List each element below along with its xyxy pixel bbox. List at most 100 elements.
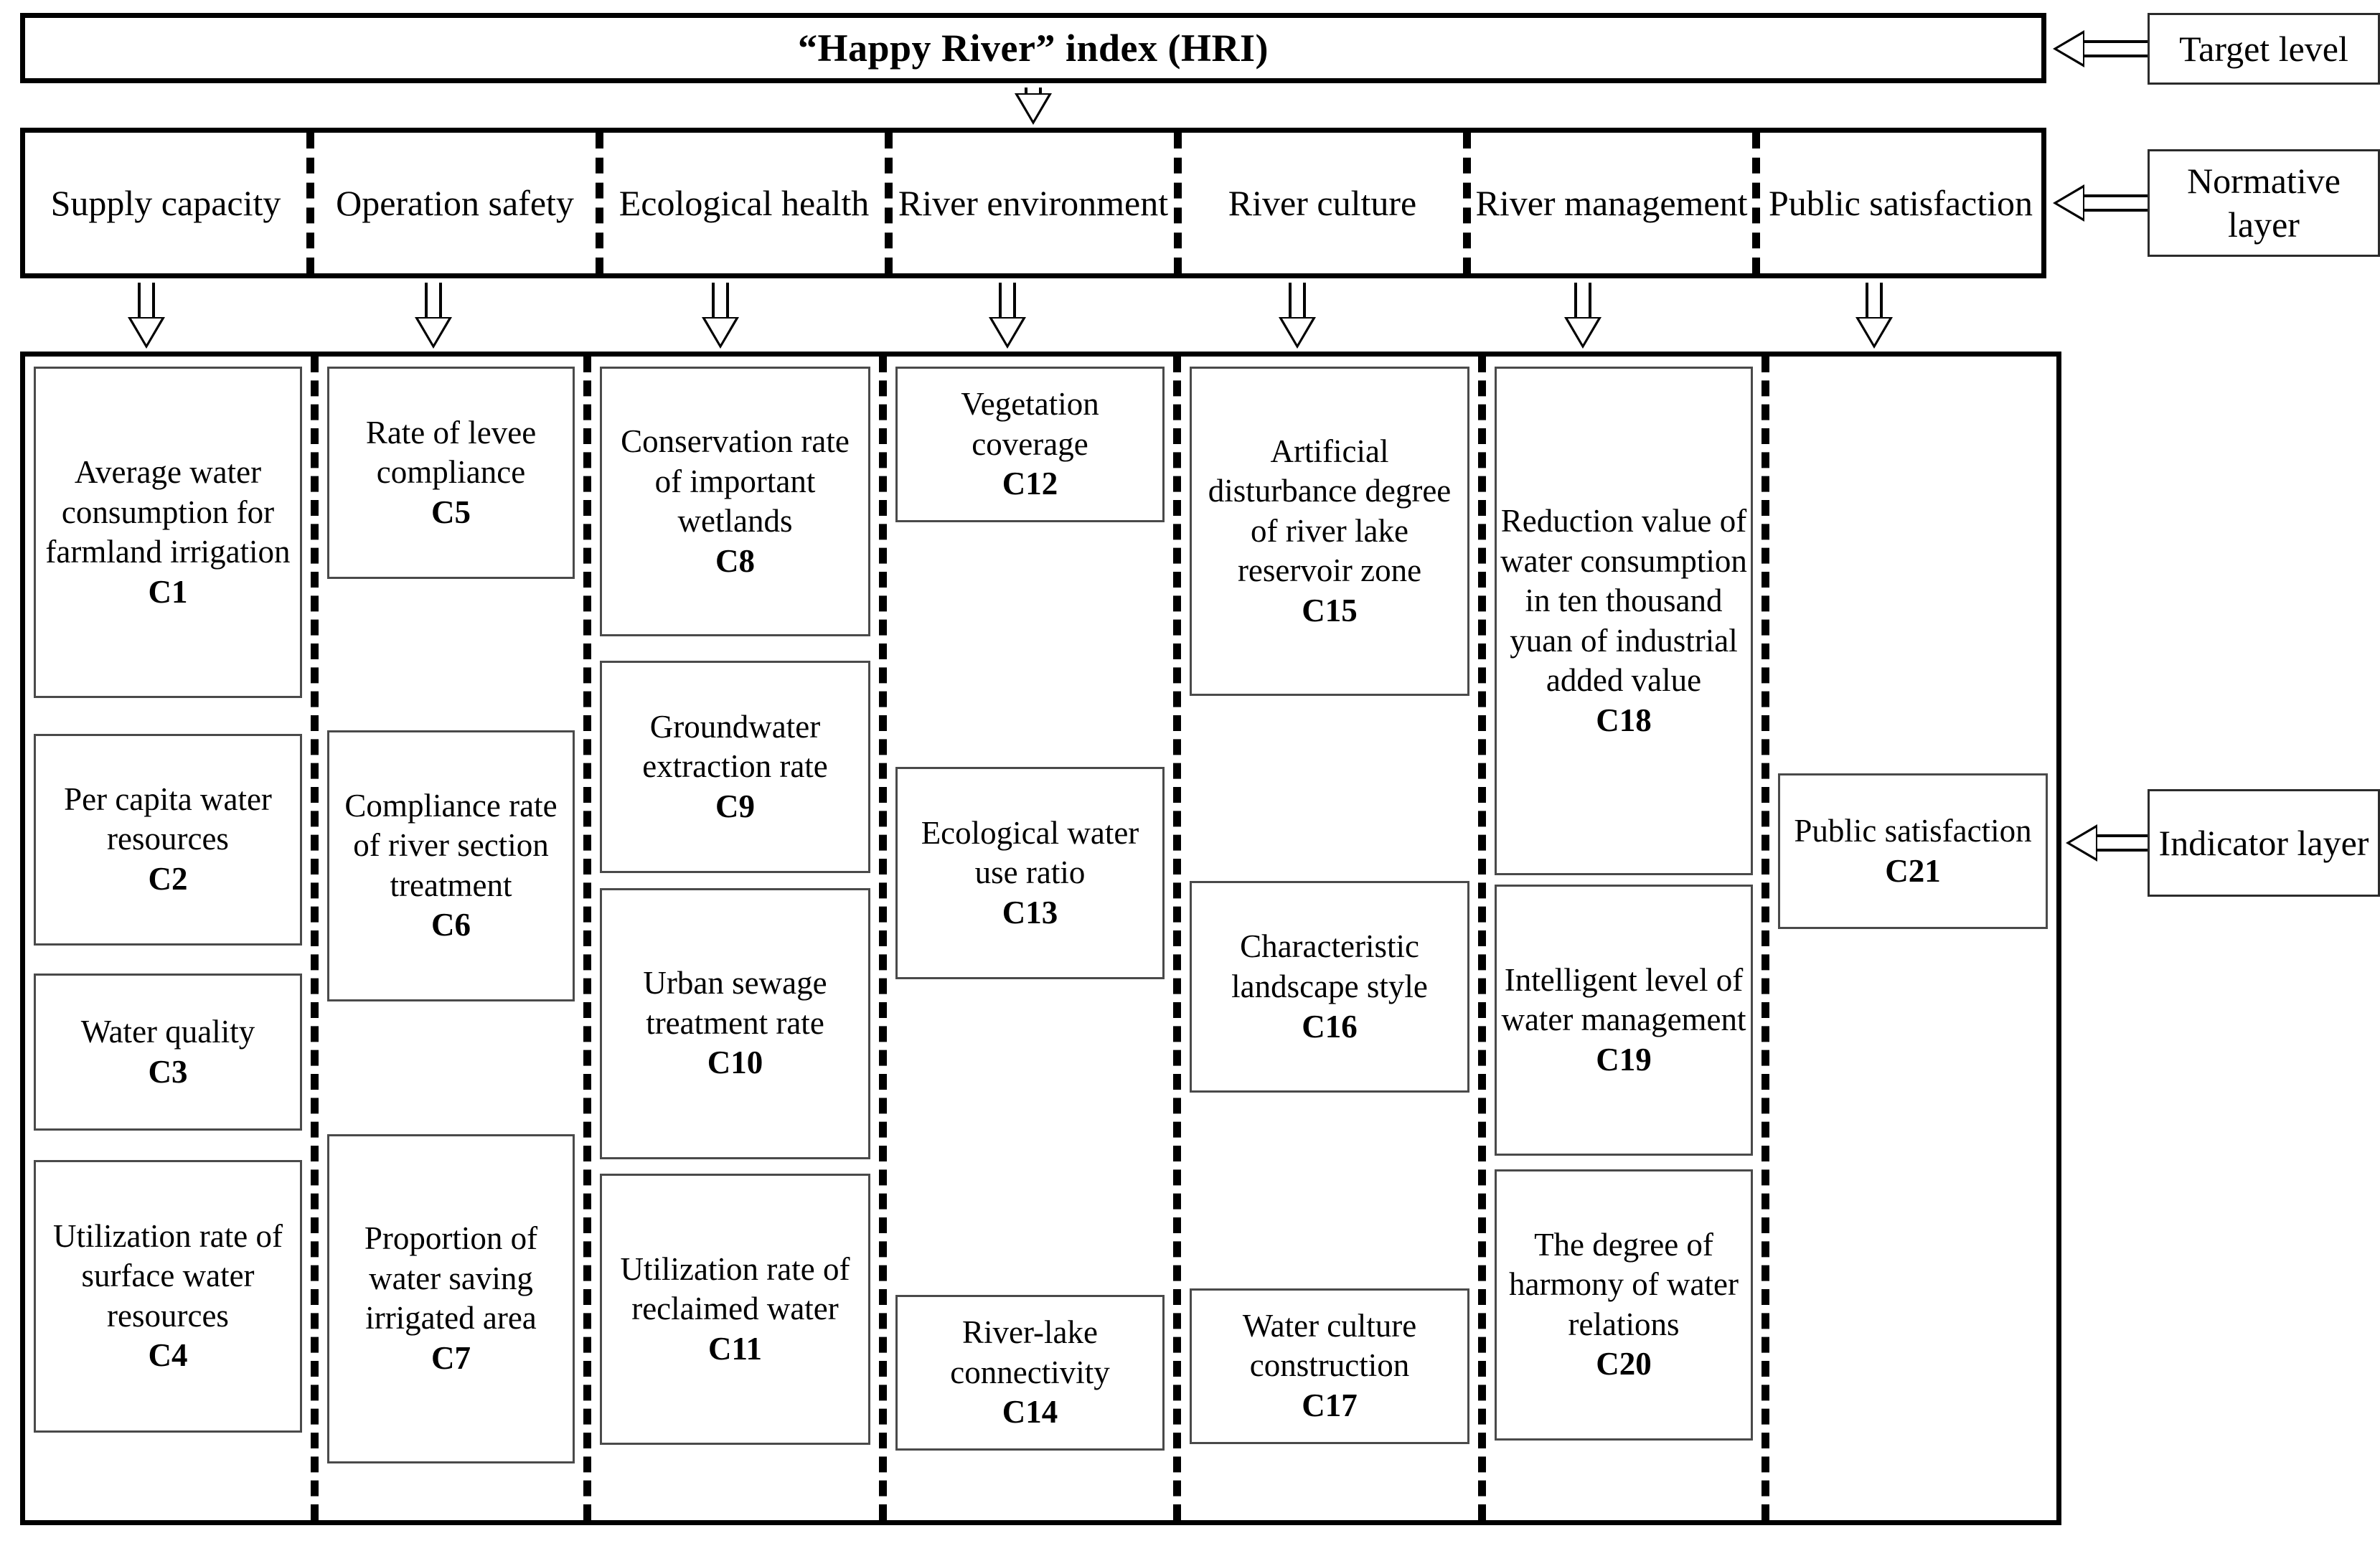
indicator-box-c20[interactable]: The degree of harmony of water relations… <box>1495 1169 1753 1441</box>
indicator-box-c15[interactable]: Artificial disturbance degree of river l… <box>1190 367 1469 697</box>
normative-cell-river-environment[interactable]: River environment <box>885 133 1174 273</box>
indicator-code: C5 <box>431 494 471 531</box>
indicator-box-c6[interactable]: Compliance rate of river section treatme… <box>327 730 575 1001</box>
arrow-normative-label <box>2053 184 2148 222</box>
indicator-code: C14 <box>1002 1394 1058 1430</box>
indicator-text: Intelligent level of water management <box>1501 961 1746 1038</box>
arrow-to-indicator-col4 <box>989 283 1026 349</box>
indicator-code: C11 <box>707 1330 762 1367</box>
arrow-target-label <box>2053 30 2148 67</box>
indicator-text: Vegetation coverage <box>961 386 1099 462</box>
indicator-code: C13 <box>1002 894 1058 930</box>
indicator-code: C19 <box>1596 1041 1652 1078</box>
indicator-box-c18[interactable]: Reduction value of water consumption in … <box>1495 367 1753 876</box>
normative-label: Supply capacity <box>50 182 281 223</box>
normative-cell-operation-safety[interactable]: Operation safety <box>306 133 596 273</box>
page-title: “Happy River” index (HRI) <box>797 27 1269 70</box>
indicator-box-c4[interactable]: Utilization rate of surface water resour… <box>34 1160 302 1433</box>
normative-label: River culture <box>1228 182 1417 223</box>
indicator-code: C17 <box>1302 1387 1358 1423</box>
target-level-box: “Happy River” index (HRI) <box>20 13 2046 83</box>
indicator-code: C3 <box>148 1053 188 1090</box>
indicator-column-river-culture: Artificial disturbance degree of river l… <box>1173 357 1478 1520</box>
arrow-indicator-label <box>2066 824 2148 862</box>
indicator-text: Utilization rate of reclaimed water <box>620 1250 850 1327</box>
arrow-to-indicator-col7 <box>1855 283 1893 349</box>
arrow-target-to-normative <box>1015 88 1052 125</box>
indicator-column-supply-capacity: Average water consumption for farmland i… <box>25 357 311 1520</box>
indicator-text: Reduction value of water consumption in … <box>1500 502 1747 699</box>
indicator-text: Water quality <box>80 1014 255 1050</box>
arrow-to-indicator-col1 <box>128 283 165 349</box>
indicator-text: Per capita water resources <box>64 781 272 857</box>
indicator-text: Urban sewage treatment rate <box>643 965 827 1041</box>
indicator-text: Artificial disturbance degree of river l… <box>1208 433 1452 589</box>
indicator-layer-row: Average water consumption for farmland i… <box>20 352 2061 1525</box>
normative-cell-river-management[interactable]: River management <box>1463 133 1752 273</box>
indicator-text: Rate of levee compliance <box>365 414 537 491</box>
indicator-code: C6 <box>431 907 471 943</box>
normative-layer-row: Supply capacity Operation safety Ecologi… <box>20 128 2046 278</box>
indicator-code: C10 <box>707 1045 763 1081</box>
normative-cell-supply-capacity[interactable]: Supply capacity <box>25 133 306 273</box>
indicator-text: Characteristic landscape style <box>1231 928 1428 1004</box>
side-label-target-level-text: Target level <box>2179 28 2348 69</box>
indicator-text: River-lake connectivity <box>950 1314 1110 1390</box>
indicator-box-c7[interactable]: Proportion of water saving irrigated are… <box>327 1133 575 1463</box>
arrow-to-indicator-col2 <box>415 283 452 349</box>
indicator-code: C12 <box>1002 466 1058 502</box>
normative-cell-public-satisfaction[interactable]: Public satisfaction <box>1752 133 2041 273</box>
normative-label: River environment <box>898 182 1169 223</box>
indicator-text: Public satisfaction <box>1794 813 2032 849</box>
indicator-text: Proportion of water saving irrigated are… <box>364 1220 538 1336</box>
arrow-to-indicator-col6 <box>1564 283 1601 349</box>
indicator-text: Water culture construction <box>1242 1307 1417 1384</box>
indicator-column-river-management: Reduction value of water consumption in … <box>1478 357 1762 1520</box>
indicator-text: Average water consumption for farmland i… <box>45 454 291 570</box>
indicator-code: C15 <box>1302 592 1358 628</box>
normative-label: Public satisfaction <box>1769 182 2033 223</box>
indicator-box-c1[interactable]: Average water consumption for farmland i… <box>34 367 302 699</box>
indicator-text: Conservation rate of important wetlands <box>621 423 850 539</box>
indicator-code: C16 <box>1302 1008 1358 1045</box>
normative-label: River management <box>1475 182 1748 223</box>
indicator-text: Utilization rate of surface water resour… <box>53 1217 283 1334</box>
normative-label: Ecological health <box>618 182 870 223</box>
arrow-to-indicator-col3 <box>702 283 739 349</box>
normative-cell-ecological-health[interactable]: Ecological health <box>596 133 885 273</box>
indicator-text: Compliance rate of river section treatme… <box>344 787 558 903</box>
indicator-code: C4 <box>148 1337 188 1374</box>
side-label-indicator-layer: Indicator layer <box>2148 789 2380 897</box>
indicator-text: The degree of harmony of water relations <box>1509 1226 1739 1342</box>
normative-label: Operation safety <box>336 182 574 223</box>
indicator-code: C1 <box>148 573 188 610</box>
side-label-normative-layer-text: Normative layer <box>2187 161 2341 245</box>
side-label-normative-layer: Normative layer <box>2148 149 2380 257</box>
side-label-indicator-layer-text: Indicator layer <box>2158 822 2369 863</box>
indicator-code: C2 <box>148 860 188 897</box>
indicator-code: C7 <box>431 1339 471 1376</box>
indicator-text: Groundwater extraction rate <box>642 708 828 785</box>
normative-cell-river-culture[interactable]: River culture <box>1174 133 1463 273</box>
indicator-text: Ecological water use ratio <box>921 814 1139 891</box>
indicator-code: C8 <box>715 542 755 579</box>
